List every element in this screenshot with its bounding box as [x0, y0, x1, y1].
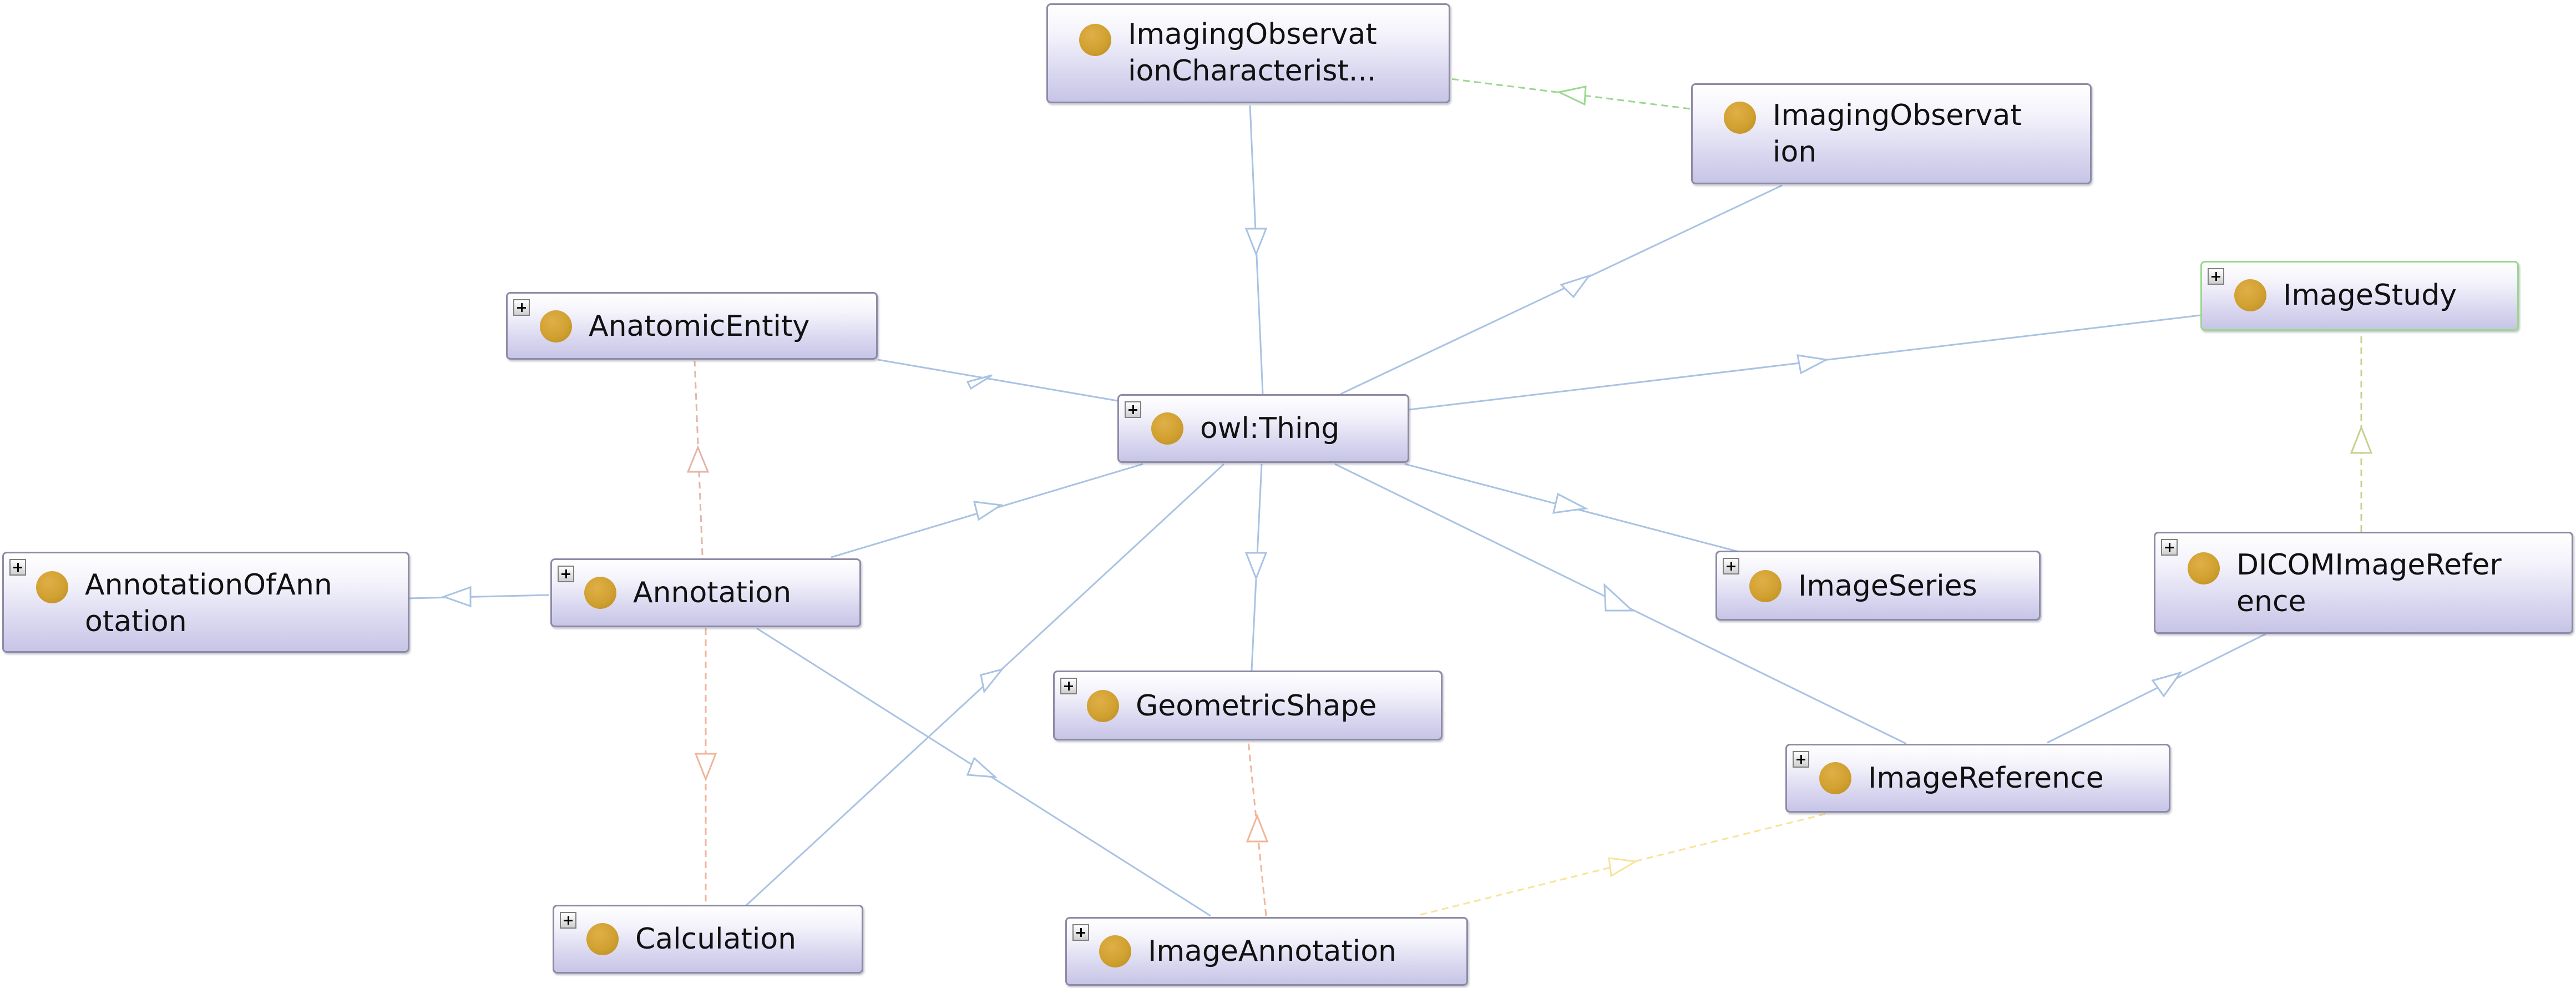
node-label: AnnotationOfAnn otation — [85, 568, 332, 638]
class-icon — [2234, 279, 2266, 311]
expand-icon[interactable] — [1793, 751, 1809, 768]
arrowhead-anatomic-entity-property — [686, 445, 710, 473]
node-geometric-shape[interactable]: GeometricShape — [1053, 671, 1443, 740]
class-icon — [584, 577, 616, 609]
class-icon — [36, 571, 68, 603]
class-icon — [1099, 935, 1131, 967]
node-label: GeometricShape — [1136, 689, 1377, 723]
expand-icon[interactable] — [1072, 924, 1089, 941]
edge-owl-thing-to-anatomic-entity — [877, 359, 1118, 402]
node-image-annotation[interactable]: ImageAnnotation — [1065, 917, 1468, 986]
class-icon — [586, 923, 619, 955]
arrowhead-imaging-observation-characteristic-property — [1556, 85, 1587, 106]
node-label: ImageAnnotation — [1148, 935, 1397, 968]
arrowhead-calculation-property — [694, 753, 717, 782]
edge-imaging-observation-to-owl-thing — [1340, 184, 1783, 395]
class-icon — [1819, 762, 1851, 794]
node-label: ImageStudy — [2283, 279, 2457, 312]
node-image-study[interactable]: ImageStudy — [2200, 261, 2519, 331]
expand-icon[interactable] — [1723, 558, 1739, 574]
arrowhead-annotation-owl — [973, 501, 1004, 521]
edge-image-annotation-to-geometric-shape — [1247, 741, 1267, 916]
node-label: Annotation — [633, 576, 792, 609]
expand-icon[interactable] — [9, 559, 26, 576]
node-annotation-of-annotation[interactable]: AnnotationOfAnn otation — [2, 552, 409, 653]
arrowhead-image-reference-property — [1608, 857, 1638, 878]
node-label: DICOMImageRefer ence — [2236, 548, 2502, 618]
class-icon — [1724, 102, 1756, 134]
node-calculation[interactable]: Calculation — [553, 905, 863, 974]
edge-annotation-to-anatomic-entity — [694, 360, 704, 556]
node-annotation[interactable]: Annotation — [550, 558, 861, 627]
arrowhead-image-series — [1552, 492, 1588, 514]
node-image-series[interactable]: ImageSeries — [1715, 551, 2041, 621]
class-icon — [1749, 570, 1782, 602]
node-label: ImagingObservat ion — [1773, 99, 2022, 169]
arrowhead-image-study — [1796, 354, 1829, 375]
arrowhead-image-annotation-subclass — [966, 757, 998, 778]
arrowhead-geometric-shape-property — [1246, 813, 1269, 843]
arrowhead-imaging-observation-characteristic — [1244, 228, 1268, 257]
node-dicom-image-reference[interactable]: DICOMImageRefer ence — [2154, 532, 2573, 634]
arrowhead-annotation-of-annotation — [441, 586, 472, 608]
expand-icon[interactable] — [1125, 401, 1141, 418]
expand-icon[interactable] — [513, 299, 530, 316]
node-label: Calculation — [635, 923, 797, 956]
expand-icon[interactable] — [1060, 678, 1077, 694]
class-icon — [540, 310, 572, 342]
edge-image-annotation-to-image-reference — [1420, 813, 1827, 916]
expand-icon[interactable] — [2161, 539, 2178, 556]
edge-imaging-observation-to-characteristic — [1450, 78, 1691, 110]
arrowhead-imaging-observation — [1560, 274, 1591, 299]
arrowhead-image-reference — [1603, 583, 1634, 612]
class-icon — [1079, 24, 1111, 56]
arrowhead-calculation — [980, 668, 1005, 694]
arrowhead-geometric-shape — [1244, 552, 1268, 581]
edge-annotation-to-annotation-of-annotation — [408, 594, 550, 599]
node-label: ImageReference — [1868, 762, 2104, 795]
node-imaging-observation[interactable]: ImagingObservat ion — [1691, 83, 2092, 184]
node-imaging-observation-characteristic[interactable]: ImagingObservat ionCharacterist... — [1046, 3, 1450, 103]
node-label: ImageSeries — [1798, 569, 1977, 603]
node-label: ImagingObservat ionCharacterist... — [1128, 18, 1377, 88]
node-label: AnatomicEntity — [589, 310, 810, 343]
class-icon — [1151, 412, 1183, 445]
class-icon — [2188, 552, 2220, 584]
class-icon — [1087, 690, 1119, 722]
node-image-reference[interactable]: ImageReference — [1785, 744, 2170, 813]
arrowhead-dicom-image-reference — [2151, 671, 2183, 698]
node-anatomic-entity[interactable]: AnatomicEntity — [506, 292, 878, 360]
edge-layer — [408, 78, 2373, 917]
edge-image-reference-to-dicom-image-reference — [2047, 633, 2266, 744]
expand-icon[interactable] — [560, 912, 576, 929]
arrowhead-anatomic-entity — [966, 374, 993, 390]
expand-icon[interactable] — [558, 566, 574, 582]
arrowhead-image-study-property — [2350, 425, 2373, 454]
node-owl-thing[interactable]: owl:Thing — [1117, 394, 1409, 463]
expand-icon[interactable] — [2208, 268, 2224, 285]
node-label: owl:Thing — [1200, 412, 1340, 445]
